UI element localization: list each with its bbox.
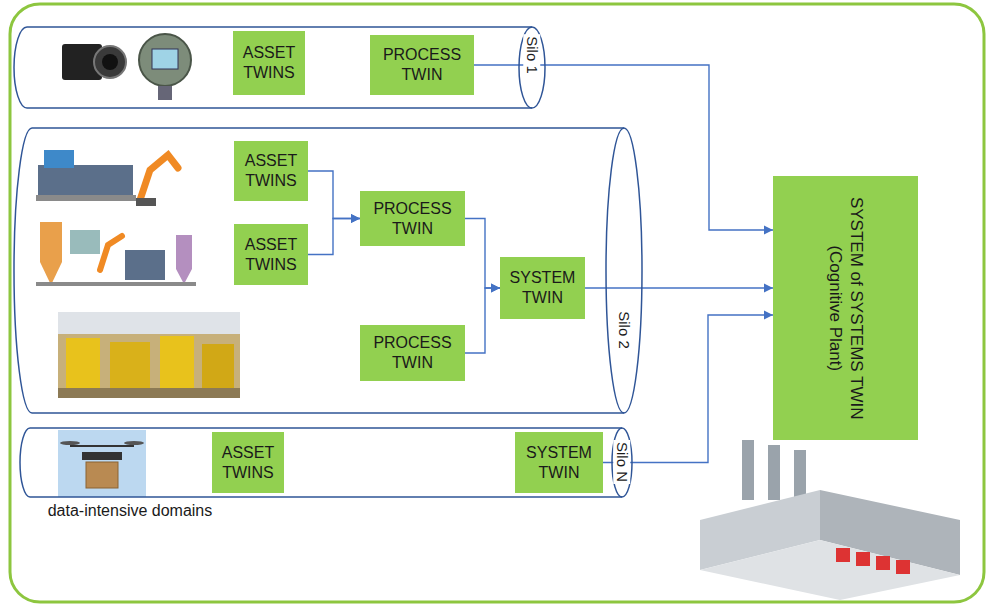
flow-connector [465, 284, 500, 354]
silo-label: Silo N [614, 440, 631, 484]
flow-connector [308, 171, 360, 223]
arrow-head [351, 214, 360, 223]
node-title: SYSTEM of SYSTEMS TWIN (Cognitive Plant) [824, 188, 867, 428]
camera-icon [62, 44, 126, 80]
flow-connector [585, 284, 773, 293]
node-label: PROCESS TWIN [365, 199, 460, 239]
twin-box: ASSET TWINS [233, 31, 305, 95]
flow-connector [474, 65, 773, 235]
twin-box: PROCESS TWIN [360, 325, 465, 381]
connector-line [308, 219, 360, 255]
node-label: ASSET TWINS [217, 443, 279, 483]
arrow-head [764, 284, 773, 293]
node-label: ASSET TWINS [239, 235, 303, 275]
arrow-head [491, 284, 500, 293]
factory-icon [700, 440, 960, 600]
connector-line [465, 288, 500, 353]
node-label: SYSTEM TWIN [520, 443, 598, 483]
arrow-head [351, 214, 360, 223]
node-label: ASSET TWINS [239, 151, 303, 191]
silo-label: Silo 2 [616, 309, 633, 351]
system-of-systems-box: SYSTEM of SYSTEMS TWIN (Cognitive Plant) [773, 176, 918, 440]
arrow-head [764, 311, 773, 320]
machinery-icon [36, 150, 196, 286]
connector-line [474, 65, 773, 230]
arrow-head [764, 226, 773, 235]
drone-icon [58, 430, 146, 497]
caption-note: data-intensive domains [45, 501, 215, 520]
node-label: SYSTEM TWIN [505, 268, 580, 308]
silo-cylinder: Silo 2 ASSET TWINS ASSET TWINS PROCESS TWIN… [14, 128, 642, 413]
silo-cylinder: Silo N ASSET TWINS SYSTEM TWIN [20, 428, 632, 497]
node-label: ASSET TWINS [238, 43, 300, 83]
flow-connector [308, 214, 360, 255]
twin-box: PROCESS TWIN [370, 35, 474, 95]
silo-label: Silo 1 [524, 34, 541, 76]
sensor-icon [139, 34, 191, 100]
arrow-head [491, 284, 500, 293]
silo-cylinder: Silo 1 ASSET TWINS PROCESS TWIN [14, 27, 545, 108]
node-label: PROCESS TWIN [375, 45, 469, 85]
twin-box: PROCESS TWIN [360, 191, 465, 246]
connector-line [585, 287, 773, 288]
warehouse-photo [58, 312, 240, 398]
twin-box: ASSET TWINS [212, 432, 284, 493]
twin-box: ASSET TWINS [234, 224, 308, 285]
outer-frame [10, 4, 984, 602]
connector-line [465, 219, 500, 289]
twin-box: SYSTEM TWIN [500, 257, 585, 319]
twin-box: ASSET TWINS [234, 141, 308, 201]
connector-line [308, 171, 360, 219]
twin-box: SYSTEM TWIN [515, 432, 603, 493]
node-label: PROCESS TWIN [365, 333, 460, 373]
flow-connector [465, 219, 500, 293]
